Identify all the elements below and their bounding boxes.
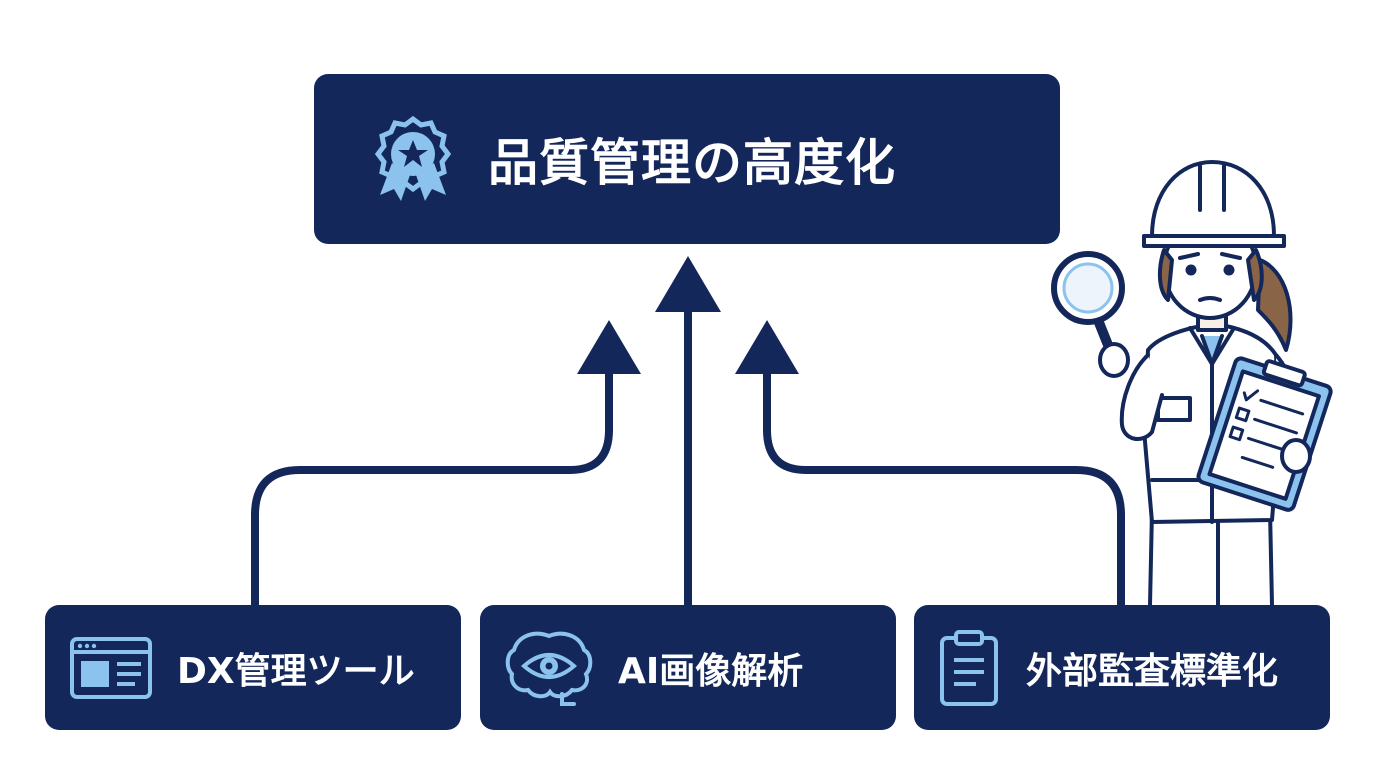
hard-hat [1150, 160, 1276, 238]
award-ribbon-icon [368, 113, 458, 205]
ponytail [1256, 258, 1293, 352]
brain-eye-icon [504, 628, 594, 708]
arrow-right-line [763, 368, 1125, 605]
input-label-external-audit: 外部監査標準化 [1026, 650, 1279, 692]
inspector-illustration [1051, 160, 1333, 605]
arrow-right-head [735, 320, 799, 374]
clipboard-icon [938, 628, 1002, 708]
input-box-external-audit: 外部監査標準化 [914, 605, 1330, 730]
input-label-dx-tool: DX管理ツール [177, 650, 415, 692]
outcome-box: 品質管理の高度化 [314, 74, 1060, 244]
arrow-center-head [655, 256, 721, 312]
outcome-title: 品質管理の高度化 [488, 134, 896, 192]
input-box-dx-tool: DX管理ツール [45, 605, 461, 730]
input-label-ai-analysis: AI画像解析 [618, 650, 804, 692]
left-arm [1119, 353, 1164, 442]
arrow-left-head [577, 320, 641, 374]
input-box-ai-analysis: AI画像解析 [480, 605, 896, 730]
arrow-left-line [251, 368, 613, 605]
pants [1148, 508, 1274, 605]
browser-dashboard-icon [69, 636, 153, 700]
